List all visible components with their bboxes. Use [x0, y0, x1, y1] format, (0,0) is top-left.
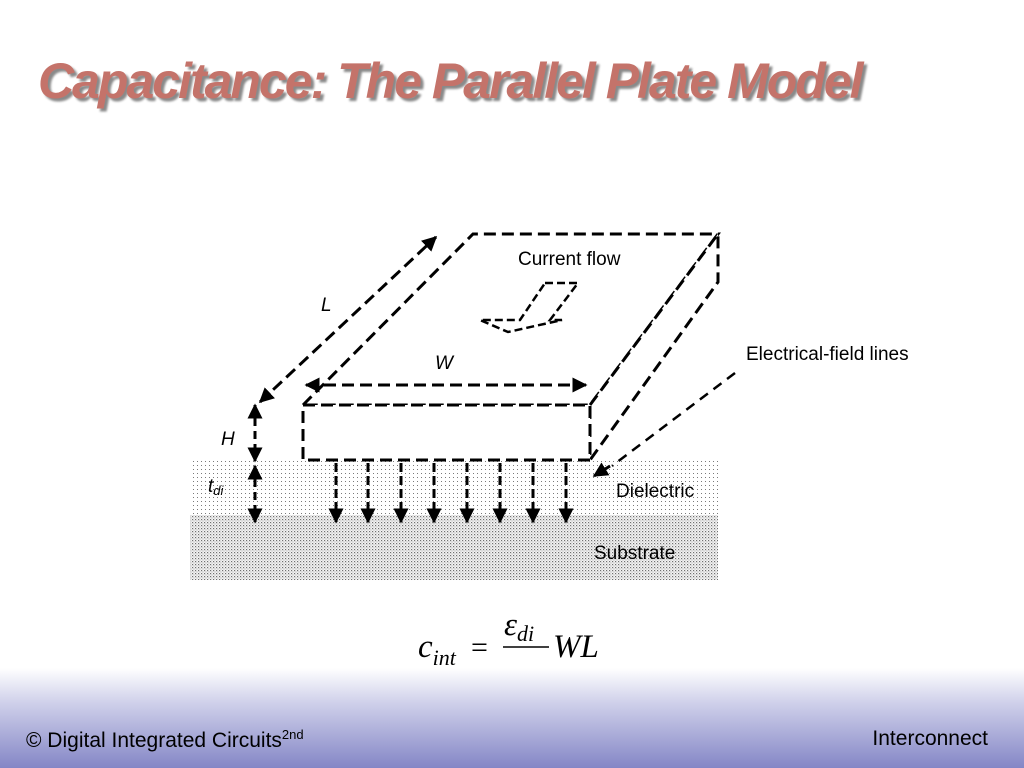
current-flow-arrow [479, 281, 581, 334]
wire-box [299, 229, 721, 465]
equation-lhs: cint [418, 629, 457, 670]
width-label: W [435, 353, 455, 374]
fringe-field-line [592, 462, 611, 478]
equation-rhs: WL [553, 629, 599, 665]
length-dimension [258, 235, 438, 404]
field-lines [328, 463, 574, 524]
dielectric-label: Dielectric [616, 481, 694, 502]
equation-equals: = [471, 631, 488, 664]
height-label: H [221, 429, 235, 450]
footer-band [0, 668, 1024, 768]
current-flow-label: Current flow [518, 249, 621, 270]
substrate-layer [190, 515, 718, 580]
field-lines-leader [611, 372, 736, 467]
length-label: L [321, 295, 332, 316]
footer-section: Interconnect [872, 727, 988, 750]
dielectric-layer [190, 460, 718, 515]
equation-numerator: εdi [504, 607, 534, 646]
field-lines-label: Electrical-field lines [746, 344, 909, 365]
substrate-label: Substrate [594, 543, 675, 564]
thickness-label: tdi [208, 476, 225, 498]
slide-title: Capacitance: The Parallel Plate Model [38, 53, 864, 109]
footer-copyright: © Digital Integrated Circuits2nd [26, 727, 304, 752]
